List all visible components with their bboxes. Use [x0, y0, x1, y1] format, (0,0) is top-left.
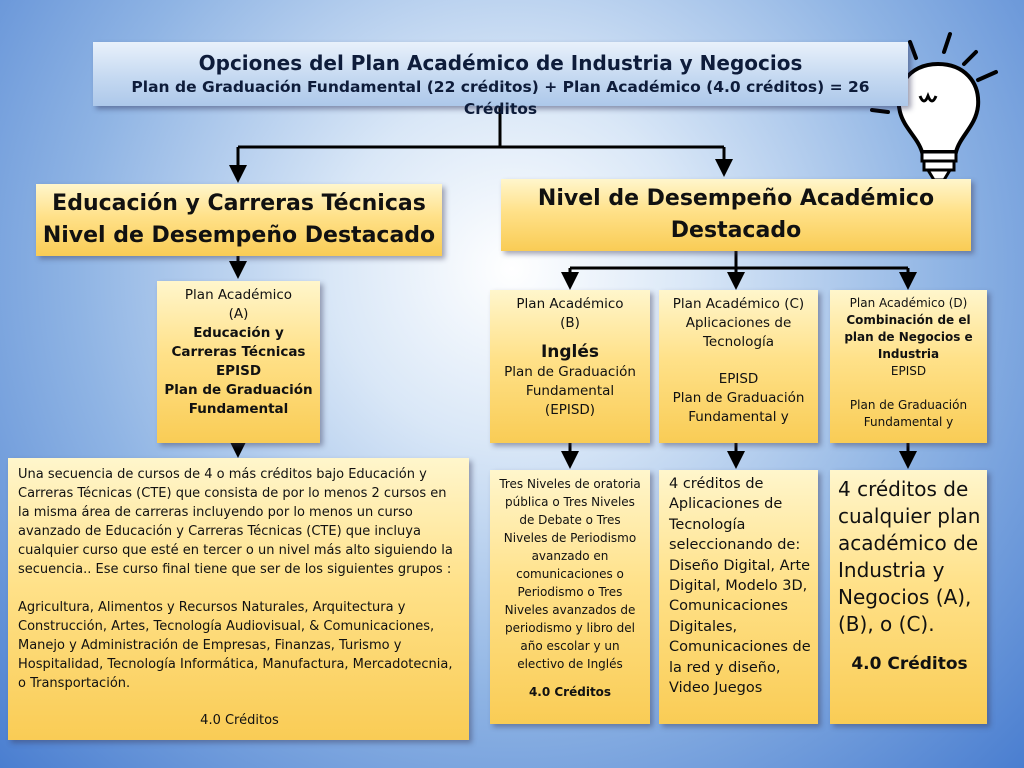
right-heading-line2: Destacado	[670, 218, 802, 243]
plan-d-line3: plan de Negocios e	[844, 330, 973, 344]
plan-d-line6: Plan de Graduación	[849, 398, 968, 412]
plan-a-line4: Carreras Técnicas	[171, 344, 306, 360]
plan-a-line5: EPISD	[215, 363, 262, 379]
plan-d-line5: EPISD	[890, 364, 927, 378]
plan-a-line3: Educación y	[193, 325, 284, 341]
plan-a-detail-box: Una secuencia de cursos de 4 o más crédi…	[8, 458, 469, 740]
plan-b-line1: Plan Académico	[516, 296, 624, 312]
plan-d-line4: Industria	[877, 347, 940, 361]
plan-b-line3: Inglés	[540, 342, 600, 362]
plan-a-detail-para1: Una secuencia de cursos de 4 o más crédi…	[18, 467, 453, 577]
plan-b-box: Plan Académico (B) Inglés Plan de Gradua…	[490, 290, 650, 443]
plan-c-line1: Plan Académico (C)	[672, 296, 805, 312]
left-branch-heading: Educación y Carreras Técnicas Nivel de D…	[36, 184, 442, 256]
plan-a-line1: Plan Académico	[184, 287, 293, 303]
plan-d-credits: 4.0 Créditos	[851, 654, 968, 674]
plan-c-line6: Fundamental y	[688, 409, 789, 425]
plan-b-detail-text: Tres Niveles de oratoria pública o Tres …	[499, 477, 641, 671]
plan-a-detail-para2: Agricultura, Alimentos y Recursos Natura…	[18, 600, 453, 691]
plan-a-line7: Fundamental	[188, 401, 289, 417]
diagram-title: Opciones del Plan Académico de Industria…	[198, 51, 803, 75]
plan-a-line2: (A)	[228, 306, 249, 322]
plan-d-line7: Fundamental y	[863, 415, 954, 429]
plan-c-detail-box: 4 créditos de Aplicaciones de Tecnología…	[659, 470, 818, 724]
plan-b-line6: (EPISD)	[544, 402, 596, 418]
plan-a-credits: 4.0 Créditos	[200, 713, 279, 728]
plan-d-box: Plan Académico (D) Combinación de el pla…	[830, 290, 987, 443]
plan-c-line2: Aplicaciones de	[685, 315, 792, 331]
right-heading-line1: Nivel de Desempeño Académico	[537, 186, 935, 211]
plan-a-box: Plan Académico (A) Educación y Carreras …	[157, 281, 320, 443]
plan-c-line4: EPISD	[718, 371, 759, 387]
plan-c-detail-text: 4 créditos de Aplicaciones de Tecnología…	[669, 476, 811, 697]
plan-d-line1: Plan Académico (D)	[849, 296, 968, 310]
plan-b-detail-box: Tres Niveles de oratoria pública o Tres …	[490, 470, 650, 724]
plan-c-line3: Tecnología	[702, 334, 775, 350]
diagram-subtitle: Plan de Graduación Fundamental (22 crédi…	[131, 78, 870, 118]
plan-b-credits: 4.0 Créditos	[528, 685, 612, 699]
plan-b-line2: (B)	[560, 315, 580, 331]
plan-a-line6: Plan de Graduación	[164, 382, 313, 398]
plan-c-line5: Plan de Graduación	[672, 390, 805, 406]
right-branch-heading: Nivel de Desempeño Académico Destacado	[501, 179, 971, 251]
plan-b-line5: Fundamental	[525, 383, 615, 399]
plan-b-line4: Plan de Graduación	[504, 364, 636, 380]
diagram-title-box: Opciones del Plan Académico de Industria…	[93, 42, 908, 118]
left-heading-line2: Nivel de Desempeño Destacado	[42, 223, 436, 248]
plan-c-box: Plan Académico (C) Aplicaciones de Tecno…	[659, 290, 818, 443]
left-heading-line1: Educación y Carreras Técnicas	[52, 191, 426, 216]
plan-d-detail-box: 4 créditos de cualquier plan académico d…	[830, 470, 987, 724]
plan-d-detail-text: 4 créditos de cualquier plan académico d…	[838, 477, 981, 636]
plan-d-line2: Combinación de el	[846, 313, 971, 327]
